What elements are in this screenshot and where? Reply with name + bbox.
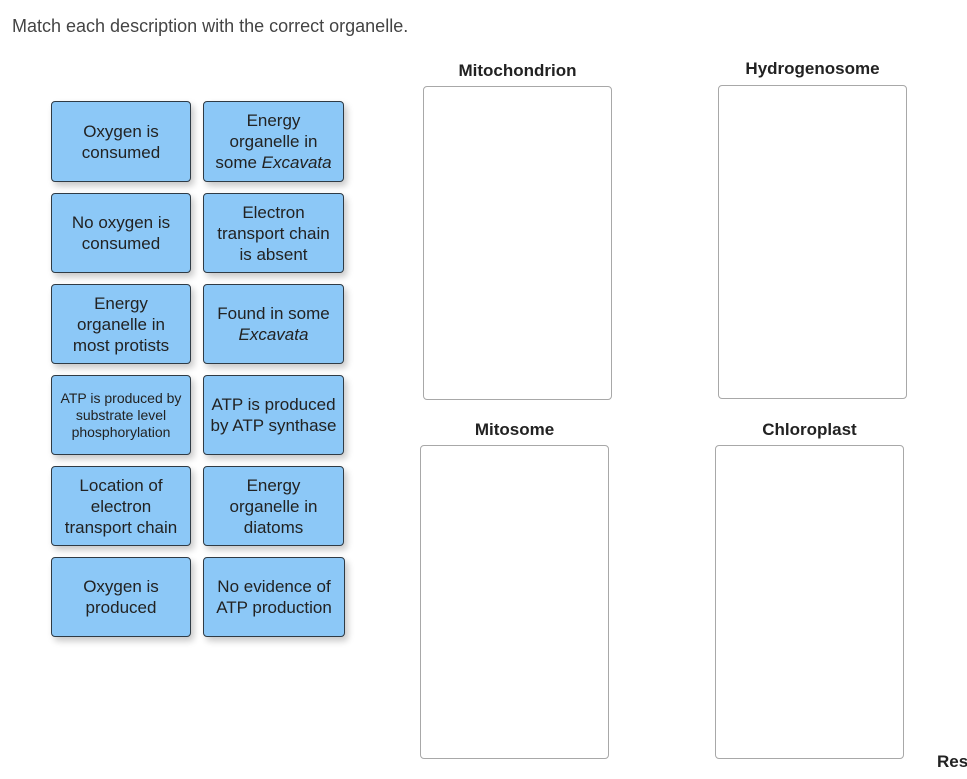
card-energy-organelle-some-excavata[interactable]: Energy organelle in some Excavata: [203, 101, 344, 182]
drop-zone-chloroplast[interactable]: [715, 445, 904, 759]
card-label: No evidence of ATP production: [216, 577, 332, 617]
zone-title-hydrogenosome: Hydrogenosome: [745, 59, 880, 78]
card-no-evidence-atp[interactable]: No evidence of ATP production: [203, 557, 345, 637]
card-atp-synthase[interactable]: ATP is produced by ATP synthase: [203, 375, 344, 455]
drop-zone-mitosome[interactable]: [420, 445, 609, 759]
zone-title-mitosome: Mitosome: [474, 420, 555, 439]
card-label: Energy organelle in some Excavata: [215, 111, 332, 172]
card-label: Oxygen is produced: [83, 577, 159, 617]
card-label: Oxygen is consumed: [81, 121, 161, 162]
card-label: No oxygen is consumed: [71, 213, 171, 253]
card-label: Found in some Excavata: [217, 304, 330, 344]
card-found-some-excavata[interactable]: Found in some Excavata: [203, 284, 344, 364]
card-energy-organelle-diatoms[interactable]: Energy organelle in diatoms: [203, 466, 344, 546]
card-label: ATP is produced by ATP synthase: [210, 395, 337, 435]
reset-button-partial[interactable]: Res: [937, 752, 967, 771]
card-label: ATP is produced by substrate level phosp…: [60, 389, 182, 440]
card-oxygen-consumed[interactable]: Oxygen is consumed: [51, 101, 191, 182]
card-location-etc[interactable]: Location of electron transport chain: [51, 466, 191, 546]
card-etc-absent[interactable]: Electron transport chain is absent: [203, 193, 344, 273]
card-label: Electron transport chain is absent: [217, 202, 330, 264]
card-label: Energy organelle in most protists: [72, 293, 170, 355]
drop-zone-hydrogenosome[interactable]: [718, 85, 907, 399]
zone-title-chloroplast: Chloroplast: [762, 420, 857, 439]
card-energy-organelle-most-protists[interactable]: Energy organelle in most protists: [51, 284, 191, 364]
zone-title-mitochondrion: Mitochondrion: [458, 61, 577, 80]
card-atp-substrate-level[interactable]: ATP is produced by substrate level phosp…: [51, 375, 191, 455]
instructions-text: Match each description with the correct …: [12, 16, 409, 36]
card-label: Energy organelle in diatoms: [229, 475, 318, 537]
drop-zone-mitochondrion[interactable]: [423, 86, 612, 400]
card-label: Location of electron transport chain: [64, 475, 178, 537]
card-no-oxygen-consumed[interactable]: No oxygen is consumed: [51, 193, 191, 273]
card-oxygen-produced[interactable]: Oxygen is produced: [51, 557, 191, 637]
